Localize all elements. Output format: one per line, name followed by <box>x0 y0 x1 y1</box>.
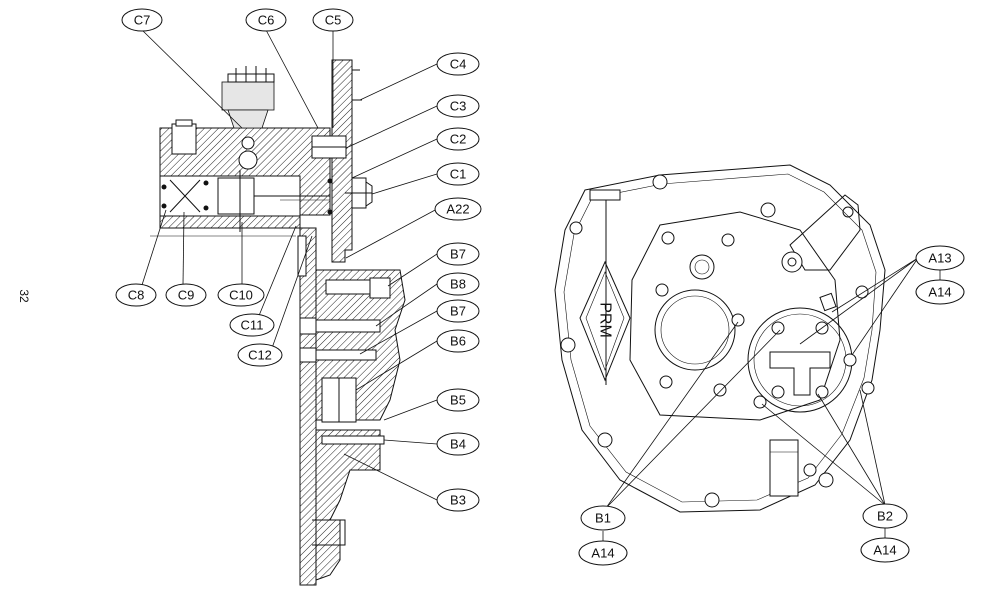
callout-label: C12 <box>248 348 272 363</box>
callout-C5: C5 <box>312 8 354 32</box>
front-view-drawing: PRM <box>554 164 886 513</box>
callout-label: C6 <box>258 13 275 28</box>
callout-label: B5 <box>450 393 466 408</box>
callout-label: C9 <box>178 288 195 303</box>
callout-C7: C7 <box>121 8 163 32</box>
callout-label: A13 <box>928 251 951 266</box>
front-view-leaders <box>602 257 941 542</box>
callout-B8: B8 <box>436 272 480 296</box>
callout-label: B3 <box>450 493 466 508</box>
callout-B1: B1 <box>580 505 626 531</box>
callout-C6: C6 <box>245 8 287 32</box>
callout-A13: A13 <box>915 245 965 271</box>
callout-C10: C10 <box>217 283 265 307</box>
callout-label: B2 <box>877 509 893 524</box>
callout-B2: B2 <box>862 503 908 529</box>
page-number: 32 <box>17 289 31 303</box>
callout-B3: B3 <box>436 488 480 512</box>
callout-label: A14 <box>873 543 896 558</box>
callout-label: C8 <box>128 288 145 303</box>
callout-label: A14 <box>591 546 614 561</box>
callout-label: A22 <box>446 202 469 217</box>
callout-C12: C12 <box>237 343 283 367</box>
callout-label: C1 <box>450 167 467 182</box>
callout-C2: C2 <box>436 127 480 151</box>
callout-label: C11 <box>241 318 264 333</box>
callout-C11: C11 <box>229 313 275 337</box>
callout-label: C4 <box>450 57 467 72</box>
section-view-callouts: C7 C6 C5 C4 C3 C2 C1 A22 <box>115 8 482 512</box>
callout-label: C5 <box>325 13 342 28</box>
callout-label: C7 <box>134 13 151 28</box>
callout-label: C2 <box>450 132 467 147</box>
callout-label: B1 <box>595 511 611 526</box>
callout-B5: B5 <box>436 388 480 412</box>
callout-label: B7 <box>450 247 466 262</box>
callout-C3: C3 <box>436 94 480 118</box>
callout-B7: B7 <box>436 242 480 266</box>
bolt-heads <box>560 174 875 508</box>
callout-label: C3 <box>450 99 467 114</box>
callout-B6: B6 <box>436 329 480 353</box>
callout-A14-right: A14 <box>860 537 910 563</box>
callout-B7-second: B7 <box>436 299 480 323</box>
callout-label: C10 <box>229 288 253 303</box>
callout-label: B6 <box>450 334 466 349</box>
callout-C4: C4 <box>436 52 480 76</box>
callout-label: B4 <box>450 437 466 452</box>
callout-label: B7 <box>450 304 466 319</box>
callout-A22: A22 <box>434 197 482 221</box>
plate-logo: PRM <box>597 302 614 338</box>
callout-C1: C1 <box>436 162 480 186</box>
callout-A14-top: A14 <box>915 279 965 305</box>
section-view-leaders <box>141 29 438 501</box>
callout-label: A14 <box>928 285 951 300</box>
callout-B4: B4 <box>436 432 480 456</box>
front-view-callouts: A13 A14 B1 A14 B2 A14 <box>578 245 965 566</box>
callout-A14-left: A14 <box>578 540 628 566</box>
callout-C8: C8 <box>115 283 157 307</box>
callout-label: B8 <box>450 277 466 292</box>
callout-C9: C9 <box>165 283 207 307</box>
section-view-drawing <box>150 59 406 586</box>
